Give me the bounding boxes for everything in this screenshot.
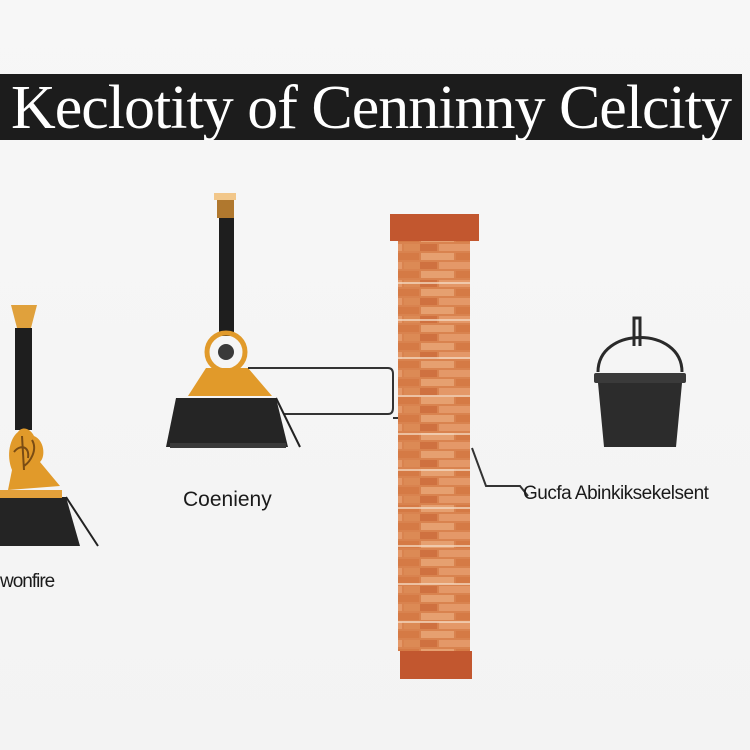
funnel-stand-icon xyxy=(166,193,400,448)
left-device-label: wonfire xyxy=(0,571,55,592)
title-banner: Keclotity of Cenninny Celcity xyxy=(0,74,742,140)
connector-line xyxy=(471,447,529,497)
brick-column-icon xyxy=(390,214,479,679)
diagram-title: Keclotity of Cenninny Celcity xyxy=(10,74,732,140)
center-device-label: Coenieny xyxy=(183,488,272,511)
right-connector-label: Gucfa Abinkiksekelsent xyxy=(523,483,709,504)
bucket-icon xyxy=(594,316,686,447)
cone-stand-icon xyxy=(0,305,99,547)
